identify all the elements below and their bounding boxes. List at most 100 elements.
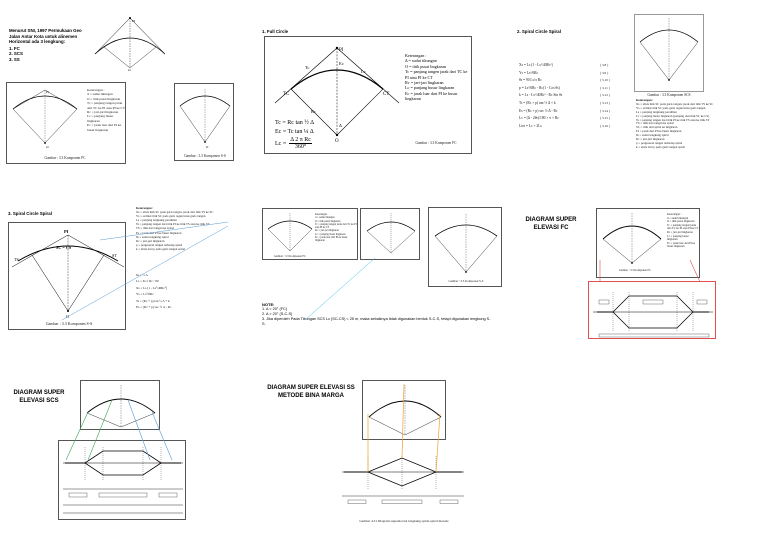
mid-diagram-1-svg [267, 213, 313, 252]
fc-super-legend-title: Keterangan : [667, 213, 682, 216]
fc-super-profile [588, 281, 716, 339]
ss-formulas: θs = ½ Δ Ls = θs π Rc / 90 Xs = Ls (1 - … [136, 272, 246, 310]
scs-legend-line: Lc = panjang busur lingkaran (panjang da… [636, 113, 710, 118]
ss-panel: PI TS ST SC = CS O Gambar : 3.3 Komponen… [8, 222, 126, 330]
ss-legend-line: Ys = ordinat titik SC pada garis tegak l… [136, 214, 206, 219]
ss-super-profile [342, 456, 464, 504]
fc-super-caption: Gambar : 3.3 Komponen FC [619, 269, 651, 272]
scs-legend-line: Ts = panjang tangen dari titik PI ke tit… [636, 117, 710, 122]
fc-formula-lc: Lc = Δ 2 π Rc 360° [275, 137, 312, 150]
mid-legend-line: Ec = jarak luar dari PI ke busur lingkar… [315, 236, 348, 243]
fc-formula-lc-left: Lc = [275, 140, 287, 147]
mid-diagram-2-svg [366, 213, 416, 254]
ss-super-heading: DIAGRAM SUPER ELEVASI SS METODE BINA MAR… [256, 385, 366, 400]
ss-label-pi: PI [64, 229, 69, 234]
scs-legend-line: Es = jarak dari PI ke busur lingkaran [636, 129, 682, 134]
scs-ref: ( 3.14 ) [600, 108, 610, 113]
intro-item-1: 1. FC [9, 45, 20, 51]
ss-small-diagram: O [179, 89, 231, 149]
svg-text:O: O [46, 145, 49, 149]
scs-legend-line: θs = sudut lengkung spiral [636, 133, 669, 138]
fc-label-tcdist: Tc [305, 65, 309, 70]
scs-ref: ( 3.8 ) [600, 63, 609, 67]
scs-legend-line: TS = titik dari tangen ke spiral [636, 121, 674, 126]
scs-legend-line: k = absis dari p pada garis tangen spira… [636, 144, 685, 149]
fc-label-tc: TC [283, 92, 290, 97]
ss-super-top-svg [368, 385, 442, 436]
ss-legend-title: Keterangan : [136, 206, 154, 210]
fc-legend-title: Keterangan : [405, 53, 427, 58]
ss-caption: Gambar : 3.3 Komponen S-S [45, 321, 93, 326]
mid-diagram-3-svg [434, 214, 498, 273]
ss-super-caption: Gambar 4.31 Diagram superelevasi lengkun… [359, 519, 449, 523]
full-circle-heading: 1. Full Circle [262, 29, 289, 34]
scs-formula: p = Ls²/6Rc - Rc(1 - Cos θs) [519, 85, 560, 90]
fc-formulas: Tc = Rc tan ½ Δ Ec = Tc tan ¼ Δ [275, 119, 314, 137]
ss-label-ts: TS [14, 257, 20, 262]
ss-label-o: O [66, 314, 69, 319]
fc-super-top-svg [602, 213, 662, 264]
svg-text:O: O [206, 145, 209, 149]
scs-diagram [634, 14, 704, 92]
scs-formula-list: Xs = Ls (1 - Ls²/40Rc²) Ys = Ls²/6Rc θs … [519, 62, 617, 130]
mid-diagram-1: Keterangan : Δ = sudut tikungan O = titi… [262, 208, 358, 260]
fc-super-heading-line2: ELEVASI FC [533, 224, 569, 231]
svg-text:O: O [128, 68, 131, 72]
scs-legend-title: Keterangan : [636, 98, 654, 102]
mid-legend-line: Δ = sudut tikungan [315, 216, 335, 220]
mid-legend-line: O = titik pusat lingkaran [315, 219, 341, 223]
fc-small-legend-line: Ec = jarak luar dari PI ke busur lingkar… [87, 123, 122, 132]
mid-legend-line: Tc = panjang tangen jarak dari TC ke PI … [315, 222, 357, 230]
scs-legend-line: Ls = panjang lengkung peralihan [636, 109, 677, 114]
ss-small-panel: O Gambar : 3.3 Komponen S-S [174, 83, 234, 161]
fc-small-panel: O PI Keterangan : Δ = sudut tikungan O =… [6, 82, 126, 164]
fc-small-legend-line: O = titik pusat lingkaran [87, 96, 121, 101]
fc-label-lc: Lc [361, 69, 366, 74]
scs-super-top [80, 380, 160, 430]
fc-label-ec: Ec [339, 61, 344, 66]
fc-small-legend-line: Δ = sudut tikungan [87, 92, 113, 97]
fc-formula-tc: Tc = Rc tan ½ Δ [275, 120, 315, 126]
fc-super-top: Keterangan : Δ = sudut tikungan O = titi… [596, 208, 700, 278]
fc-small-legend-line: Tc = panjang tangen jarak dari TC ke PI … [87, 101, 125, 110]
fc-super-legend-line: Lc = panjang busur lingkaran [667, 234, 689, 242]
scs-caption: Gambar : 3.3 Komponen SCS [647, 93, 691, 97]
ss-super-heading-line1: DIAGRAM SUPER ELEVASI SS [267, 385, 355, 391]
scs-formula: k = Ls - Ls³/40Rc² - Rc Sin θs [519, 93, 563, 98]
scs-legend-line: Ys = ordinat titik SC pada garis tegak l… [636, 105, 706, 110]
mid-diagram-1-legend: Keterangan : Δ = sudut tikungan O = titi… [315, 213, 357, 243]
svg-text:PI: PI [132, 19, 136, 23]
fc-label-o: O [335, 139, 339, 143]
scs-formula: Xs = Ls (1 - Ls²/40Rc²) [519, 63, 553, 67]
fc-legend-line: Ec = jarak luar dari PI ke busur lingkar… [405, 90, 458, 102]
notes-item-2: 2. Δ > 20° (S-C-S) [262, 312, 293, 316]
scs-formula: Ltot = Lc + 2Ls [519, 123, 542, 128]
scs-super-heading-line2: ELEVASI SCS [19, 397, 59, 404]
fc-super-legend-line: Tc = panjang tangen jarak dari TC ke PI … [667, 223, 699, 231]
notes-title: NOTE: [262, 302, 275, 307]
mid-diagram-2 [360, 208, 420, 260]
fc-small-legend-title: Keterangan : [87, 88, 105, 92]
fc-formula-lc-den: 360° [294, 144, 307, 150]
scs-legend-line: Rc = jari-jari lingkaran [636, 137, 665, 142]
ss-formula: Es = (Rc + p) sec ½ Δ - Rc [136, 305, 172, 310]
ss-legend-line: Xs = absis titik SC pada garis tangen, j… [136, 210, 214, 215]
fc-formula-ec: Ec = Tc tan ¼ Δ [275, 129, 314, 135]
fc-label-pi: PI [339, 48, 344, 53]
scs-super-heading: DIAGRAM SUPER ELEVASI SCS [8, 390, 70, 405]
ss-legend-line: Ls = panjang lengkung peralihan [136, 218, 177, 223]
fc-super-heading-line1: DIAGRAM SUPER [525, 217, 577, 223]
scs-ref: ( 3.12 ) [600, 93, 610, 98]
scs-legend-line: Xs = absis titik SC pada garis tangen, j… [636, 101, 714, 106]
scs-ref: ( 3.16 ) [600, 123, 610, 128]
fc-super-legend-line: Ec = jarak luar dari PI ke busur lingkar… [667, 241, 696, 249]
fc-legend-line: Δ = sudut tikungan [405, 58, 437, 64]
scs-super-profile-svg [63, 447, 183, 514]
scs-legend-line: SC = titik dari spiral ke lingkaran [636, 125, 678, 130]
scs-ref: ( 3.15 ) [600, 116, 610, 121]
fc-super-legend: Keterangan : Δ = sudut tikungan O = titi… [667, 213, 699, 249]
scs-legend-line: p = pergeseran tangen terhadap spiral [636, 140, 683, 145]
ss-small-caption: Gambar : 3.3 Komponen S-S [184, 154, 226, 158]
ss-label-st: ST [112, 253, 117, 258]
ss-super-top [362, 380, 446, 440]
